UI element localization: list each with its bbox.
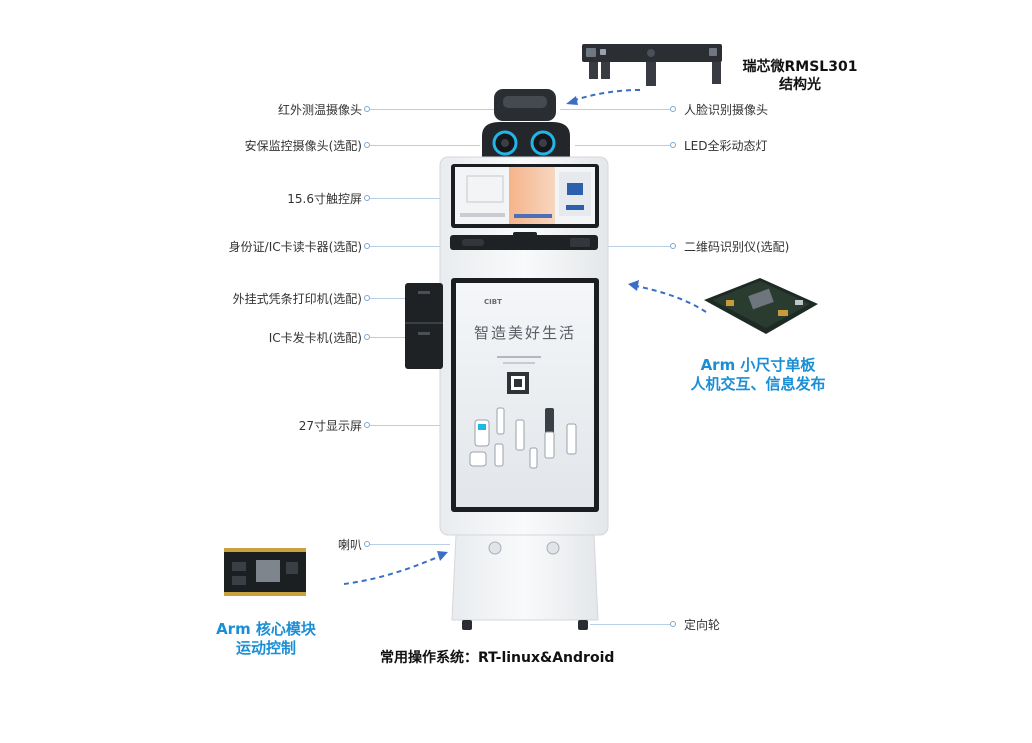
- label-face-camera: 人脸识别摄像头: [684, 103, 769, 117]
- leader-line: [370, 198, 460, 199]
- leader-dot: [364, 422, 370, 428]
- leader-line: [575, 145, 670, 146]
- leader-line: [370, 544, 450, 545]
- leader-line: [370, 109, 495, 110]
- note-arm-board-line1: Arm 小尺寸单板: [700, 356, 816, 374]
- label-infrared-camera: 红外测温摄像头: [277, 103, 362, 117]
- note-os: 常用操作系统：RT-linux&Android: [380, 650, 615, 666]
- label-qr-scanner: 二维码识别仪(选配): [684, 240, 790, 254]
- leader-dot: [670, 621, 676, 627]
- label-display-27: 27寸显示屏: [298, 419, 362, 433]
- arrowhead: [566, 96, 578, 105]
- dashed-arrow-rmsl: [571, 89, 641, 102]
- screen-slogan: 智造美好生活: [473, 324, 576, 342]
- label-id-card-reader: 身份证/IC卡读卡器(选配): [228, 240, 362, 254]
- note-arm-core: Arm 核心模块 运动控制: [196, 620, 336, 658]
- note-rmsl301: 瑞芯微RMSL301 结构光: [735, 58, 865, 94]
- note-arm-board: Arm 小尺寸单板 人机交互、信息发布: [668, 356, 848, 394]
- side-printer-unit: [405, 283, 443, 369]
- leader-dot: [364, 142, 370, 148]
- label-touch-screen: 15.6寸触控屏: [287, 192, 362, 206]
- label-ic-card-dispenser: IC卡发卡机(选配): [268, 331, 362, 345]
- dashed-arrow-arm-core: [343, 555, 441, 585]
- leader-line: [370, 337, 406, 338]
- kiosk-head: [482, 89, 570, 157]
- label-receipt-printer: 外挂式凭条打印机(选配): [232, 292, 362, 306]
- label-speaker: 喇叭: [337, 538, 362, 552]
- leader-line: [595, 246, 670, 247]
- leader-dot: [364, 541, 370, 547]
- leader-line: [370, 246, 460, 247]
- arrowhead: [628, 280, 639, 291]
- note-rmsl301-line1: 瑞芯微RMSL301: [742, 59, 858, 75]
- leader-line: [590, 624, 670, 625]
- display-27-inch: [451, 278, 599, 512]
- leader-dot: [364, 243, 370, 249]
- leader-dot: [670, 106, 676, 112]
- leader-line: [370, 145, 480, 146]
- rmsl301-module: [582, 44, 722, 86]
- leader-dot: [364, 295, 370, 301]
- label-caster: 定向轮: [684, 618, 721, 632]
- leader-line: [560, 109, 670, 110]
- arm-core-module-image: [224, 548, 306, 596]
- screen-brand: CIBT: [484, 298, 502, 306]
- note-arm-core-line1: Arm 核心模块: [216, 620, 316, 638]
- touch-screen-15-6: [451, 164, 599, 228]
- card-reader-strip: [450, 232, 598, 250]
- arm-single-board-image: [704, 278, 818, 334]
- note-rmsl301-line2: 结构光: [779, 77, 821, 93]
- arrowhead: [437, 551, 448, 561]
- leader-dot: [364, 334, 370, 340]
- dashed-arrow-arm-board: [635, 285, 707, 313]
- label-led-light: LED全彩动态灯: [684, 139, 768, 153]
- leader-line: [370, 298, 406, 299]
- note-arm-board-line2: 人机交互、信息发布: [690, 375, 826, 393]
- leader-dot: [364, 106, 370, 112]
- kiosk-base: [451, 534, 599, 630]
- leader-line: [370, 425, 450, 426]
- leader-dot: [670, 142, 676, 148]
- note-arm-core-line2: 运动控制: [235, 639, 296, 657]
- leader-dot: [364, 195, 370, 201]
- leader-dot: [670, 243, 676, 249]
- label-security-camera: 安保监控摄像头(选配): [244, 139, 362, 153]
